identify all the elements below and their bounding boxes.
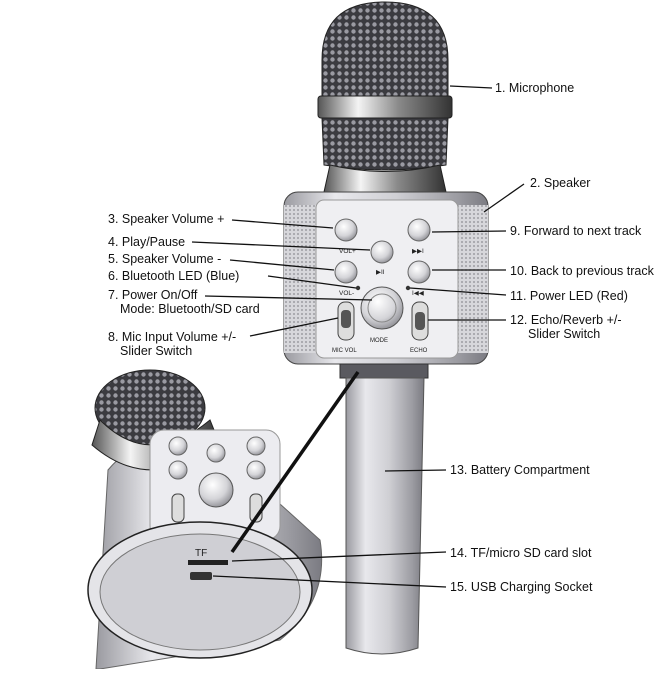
device-text-mode: MODE bbox=[370, 338, 388, 344]
mode-button bbox=[360, 286, 404, 330]
label-power-led: 11. Power LED (Red) bbox=[510, 289, 628, 303]
label-mic-input-volume-line2: Slider Switch bbox=[120, 344, 193, 358]
label-power-onoff: 7. Power On/Off Mode: Bluetooth/SD card bbox=[108, 288, 260, 316]
mic-chrome-ring bbox=[317, 95, 453, 119]
tf-card-slot bbox=[188, 560, 228, 565]
label-speaker: 2. Speaker bbox=[530, 176, 591, 190]
label-echo-reverb: 12. Echo/Reverb +/- Slider Switch bbox=[510, 313, 622, 341]
label-mic-input-volume: 8. Mic Input Volume +/- Slider Switch bbox=[108, 330, 236, 358]
label-power-onoff-line2: Mode: Bluetooth/SD card bbox=[120, 302, 260, 316]
device-text-vol-minus: VOL- bbox=[339, 290, 354, 297]
label-mic-input-volume-line1: 8. Mic Input Volume +/- bbox=[108, 330, 237, 344]
battery-handle bbox=[345, 377, 425, 655]
label-speaker-volume-plus: 3. Speaker Volume + bbox=[108, 212, 225, 226]
device-text-next: ▶▶I bbox=[412, 248, 424, 255]
label-tf-slot: 14. TF/micro SD card slot bbox=[450, 546, 592, 560]
mic-head-mesh bbox=[321, 1, 449, 101]
usb-socket bbox=[190, 572, 212, 580]
label-play-pause: 4. Play/Pause bbox=[108, 235, 186, 249]
label-speaker-volume-minus: 5. Speaker Volume - bbox=[108, 252, 222, 266]
device-text-prev: I◀◀ bbox=[412, 290, 425, 297]
device-text-mic-vol: MIC VOL bbox=[332, 348, 357, 354]
label-microphone: 1. Microphone bbox=[495, 81, 575, 95]
play-pause-button bbox=[370, 240, 394, 264]
speaker-volume-minus-button bbox=[334, 260, 358, 284]
label-usb-socket: 15. USB Charging Socket bbox=[450, 580, 593, 594]
speaker-volume-plus-button bbox=[334, 218, 358, 242]
device-text-play: ▶II bbox=[376, 269, 385, 276]
bluetooth-led bbox=[355, 285, 361, 291]
label-bluetooth-led: 6. Bluetooth LED (Blue) bbox=[108, 269, 240, 283]
label-echo-reverb-line1: 12. Echo/Reverb +/- bbox=[510, 313, 622, 327]
device-text-vol-plus: VOL+ bbox=[339, 248, 356, 255]
leader-lines bbox=[191, 85, 525, 588]
device-text-echo: ECHO bbox=[410, 348, 428, 354]
forward-button bbox=[407, 218, 431, 242]
label-power-onoff-line1: 7. Power On/Off bbox=[108, 288, 198, 302]
power-led bbox=[405, 285, 411, 291]
device-text-tf: TF bbox=[195, 548, 207, 559]
label-battery-compartment: 13. Battery Compartment bbox=[450, 463, 590, 477]
label-echo-reverb-line2: Slider Switch bbox=[528, 327, 601, 341]
label-forward: 9. Forward to next track bbox=[510, 224, 642, 238]
label-back: 10. Back to previous track bbox=[510, 264, 654, 278]
back-button bbox=[407, 260, 431, 284]
